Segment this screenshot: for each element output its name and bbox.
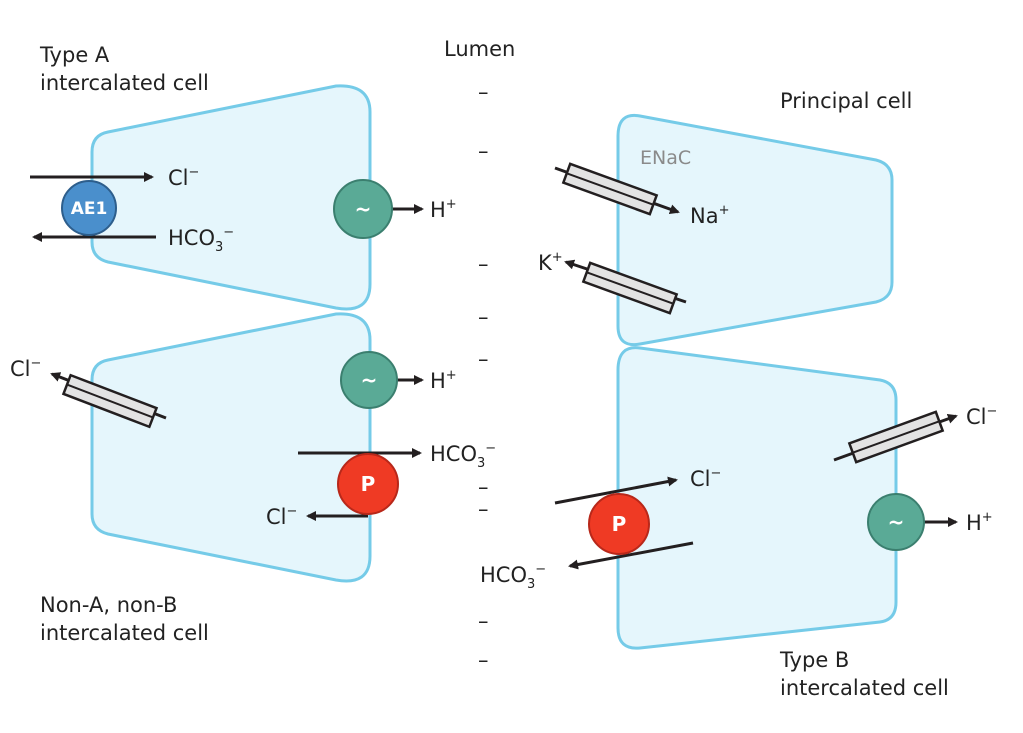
type-a-pump-symbol: ~ [355,197,372,221]
type-b-cell [616,346,898,650]
type-b-label-1: Type B [779,648,849,672]
lumen-mark: – [478,648,489,672]
non-ab-h-label: H+ [430,368,457,393]
type-b-hco3-arrow [568,541,694,570]
type-a-label-2: intercalated cell [40,71,209,95]
lumen-mark: – [478,609,489,633]
non-ab-cl-channel [61,373,159,429]
type-b-pendrin [588,493,650,555]
lumen-mark: – [478,497,489,521]
type-b-label-2: intercalated cell [780,676,949,700]
type-b-pump-symbol: ~ [888,510,905,534]
ae1-exchanger [61,180,117,236]
type-b-pendrin-label: P [612,512,627,536]
lumen-mark: – [478,80,489,104]
lumen-label: Lumen [444,37,515,61]
non-ab-pump-symbol: ~ [361,368,378,392]
lumen-mark: – [478,305,489,329]
non-ab-cl-left-label: Cl− [10,356,41,381]
type-a-h-label: H+ [430,197,457,222]
non-ab-proton-pump [340,351,398,409]
type-b-cl-in-arrow [554,476,678,505]
non-ab-label-2: intercalated cell [40,621,209,645]
enac-channel [561,162,659,216]
type-b-hco3-label: HCO3− [480,562,546,592]
non-ab-label-1: Non-A, non-B [40,593,177,617]
type-a-hco3-label: HCO3− [168,225,234,255]
type-b-cl-in-label: Cl− [690,466,721,491]
ae1-label: AE1 [71,199,108,219]
non-ab-pendrin [337,453,399,515]
na-label: Na+ [690,203,729,228]
lumen-mark: – [478,347,489,371]
principal-cell [616,113,894,347]
non-ab-pendrin-label: P [361,472,376,496]
type-a-cell [90,84,372,311]
lumen-mark: – [478,252,489,276]
k-label: K+ [538,250,563,275]
enac-label: ENaC [640,147,691,169]
lumen-marks: – – – – – – – – – [478,80,489,672]
non-ab-cl-label: Cl− [266,504,297,529]
lumen-mark: – [478,475,489,499]
non-ab-hco3-label: HCO3− [430,441,496,471]
non-ab-cell [90,312,372,583]
type-b-proton-pump [867,493,925,551]
principal-cell-label: Principal cell [780,89,912,113]
type-a-cl-label: Cl− [168,165,199,190]
type-b-cl-out-label: Cl− [966,404,997,429]
type-a-label-1: Type A [39,43,110,67]
type-b-cl-channel [847,410,945,464]
type-b-h-label: H+ [966,510,993,535]
k-channel [581,261,679,315]
type-a-proton-pump [333,179,393,239]
lumen-mark: – [478,139,489,163]
